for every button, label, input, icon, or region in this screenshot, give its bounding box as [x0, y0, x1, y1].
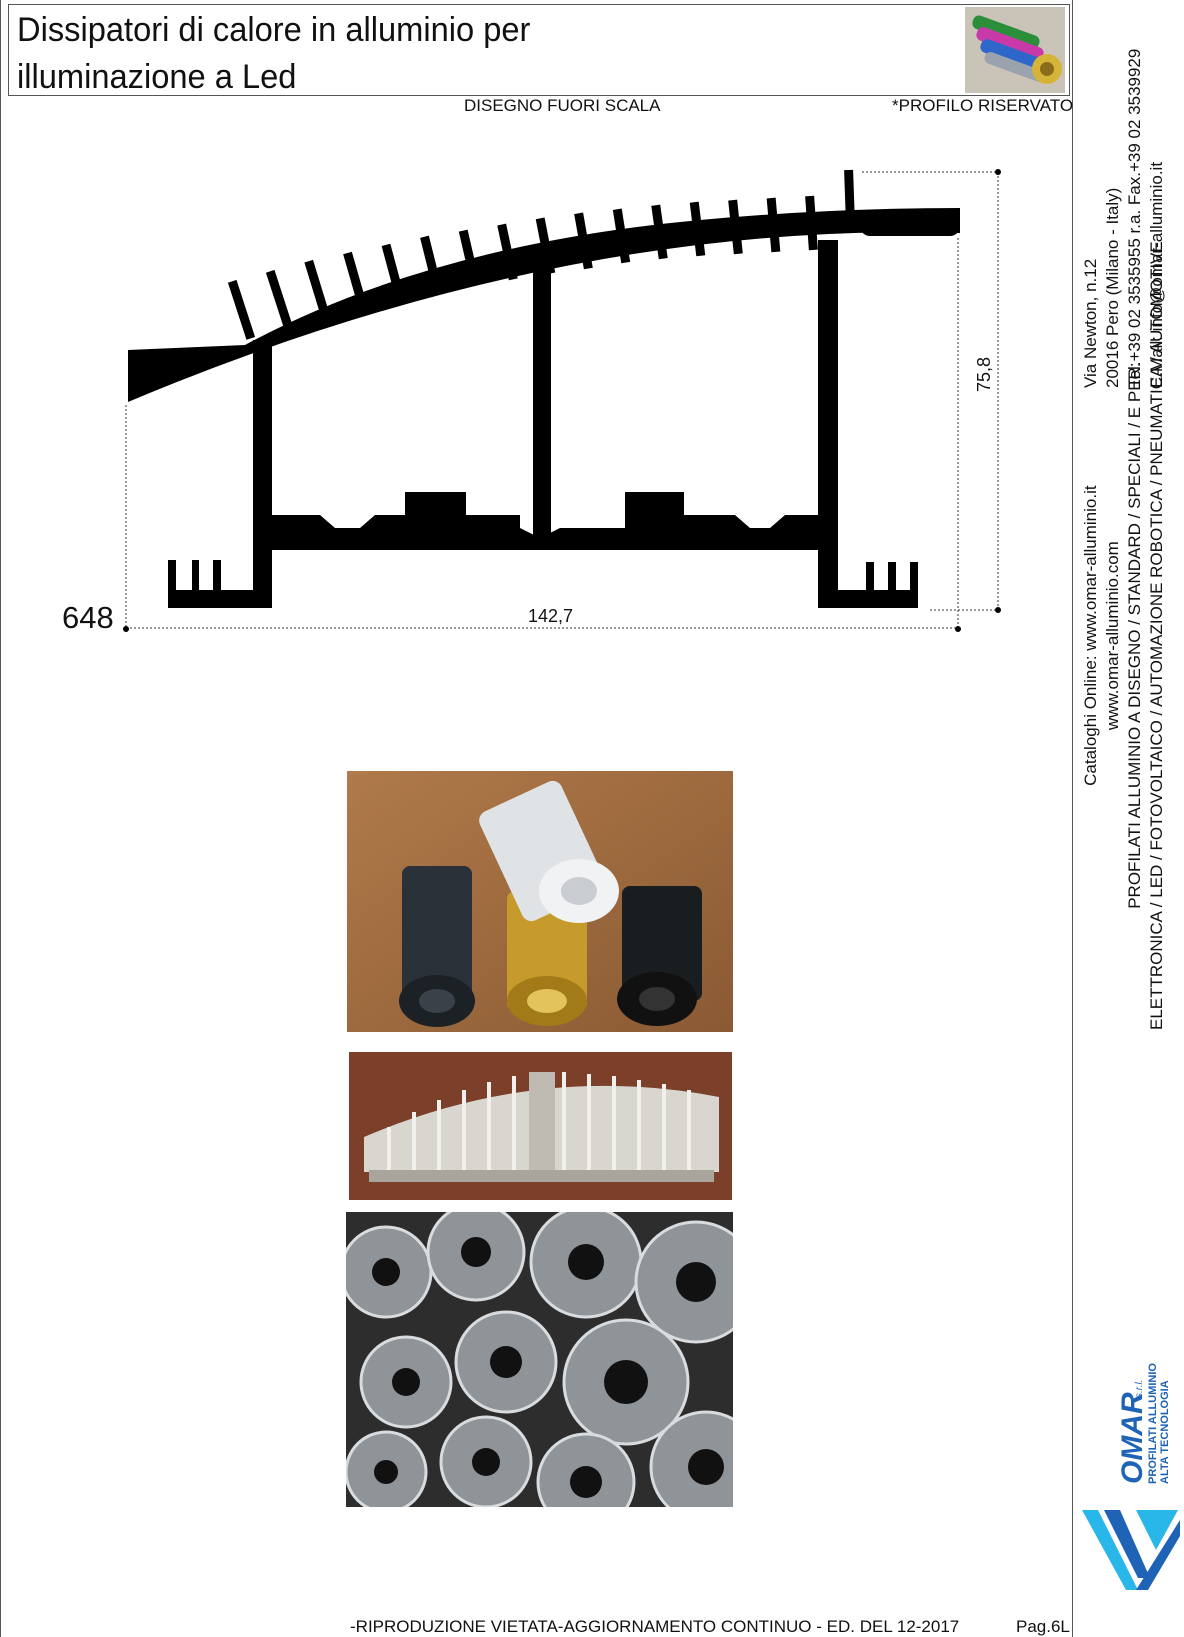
footer-notice: -RIPRODUZIONE VIETATA-AGGIORNAMENTO CONT… [350, 1617, 960, 1636]
scale-note: DISEGNO FUORI SCALA [464, 96, 661, 115]
logo-tagline-1: PROFILATI ALLUMINIO [1147, 1363, 1159, 1484]
catalog-profiles: PROFILATI ALLUMINIO A DISEGNO / STANDARD… [1125, 362, 1144, 909]
photo-linear-heatsink [349, 1052, 732, 1200]
page-title: Dissipatori di calore in alluminio per i… [17, 7, 530, 101]
profile-base-plate [272, 492, 818, 550]
catalog-sectors: ELETTRONICA / LED / FOTOVOLTAICO / AUTOM… [1147, 241, 1166, 1030]
height-dimension-label: 75,8 [974, 357, 994, 392]
profile-right-foot [838, 562, 918, 608]
omar-logo: OMAR s.r.l. PROFILATI ALLUMINIO ALTA TEC… [1082, 1363, 1180, 1590]
profile-right-wall [818, 240, 838, 608]
profile-left-foot [168, 560, 253, 608]
logo-brand: OMAR [1116, 1392, 1149, 1484]
page-number: Pag.6L [1016, 1617, 1070, 1636]
title-line-2: illuminazione a Led [17, 58, 297, 96]
profile-left-wall [253, 340, 272, 608]
title-box: Dissipatori di calore in alluminio per i… [8, 4, 1070, 96]
profile-code: 648 [62, 600, 114, 635]
catalog-website: www.omar-alluminio.com [1103, 541, 1122, 731]
profile-fins [227, 169, 855, 340]
photo-stacked-heatsinks [346, 1212, 733, 1507]
reserved-note: *PROFILO RISERVATO [892, 96, 1074, 115]
photo-round-heatsinks [347, 771, 733, 1032]
company-catalog-info: Cataloghi Online: www.omar-alluminio.it … [1080, 241, 1168, 1030]
title-thumbnail-image [965, 7, 1065, 93]
page-frame [0, 0, 1073, 1637]
logo-tagline-2: ALTA TECNOLOGIA [1159, 1380, 1171, 1484]
width-dimension-label: 142,7 [528, 606, 573, 626]
logo-suffix: s.r.l. [1134, 1379, 1145, 1398]
logo-mark-icon [1082, 1510, 1180, 1590]
profile-drawing: 142,7 75,8 [123, 169, 1001, 632]
title-line-1: Dissipatori di calore in alluminio per [17, 11, 531, 49]
profile-center-wall [533, 268, 551, 538]
catalog-online: Cataloghi Online: www.omar-alluminio.it [1081, 485, 1100, 786]
